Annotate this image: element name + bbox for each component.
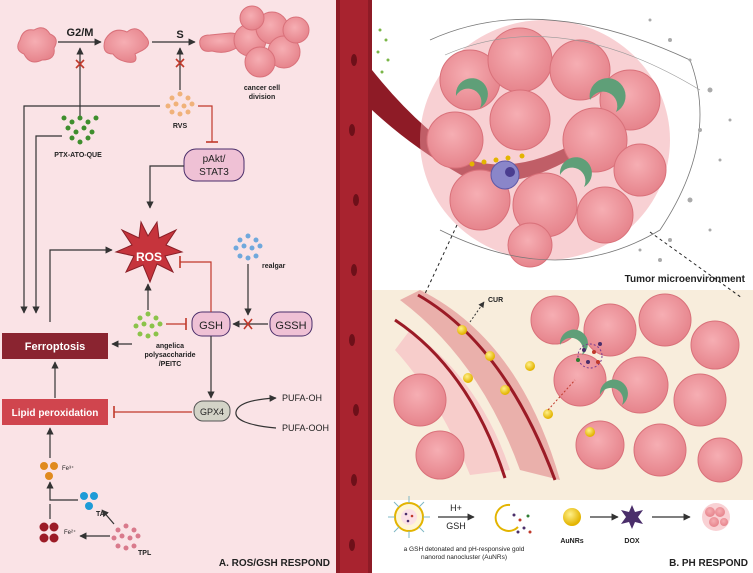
label-gpx4: GPX4	[200, 407, 224, 417]
label-ta: TA	[96, 511, 105, 518]
label-cancer-cell-division-1: cancer cell	[244, 85, 280, 92]
caption-b: B. PH RESPOND	[669, 558, 748, 569]
realgar-molecules	[233, 233, 263, 261]
label-pakt: pAkt/	[203, 154, 226, 165]
label-stat3: STAT3	[199, 167, 229, 178]
label-tumor-microenvironment: Tumor microenvironment	[625, 274, 746, 285]
zoomed-vessel-lumen	[395, 330, 510, 475]
macrophage-icon	[455, 78, 488, 108]
label-h-plus: H+	[450, 503, 462, 513]
label-gssh: GSSH	[275, 320, 306, 332]
label-fe3: Fe³⁺	[62, 465, 74, 472]
label-cur: CUR	[488, 297, 503, 304]
label-angelica-2: polysaccharide	[145, 352, 196, 359]
cancer-cell-cluster	[233, 5, 310, 78]
gsh-inhibits-ros	[180, 261, 212, 312]
zoomed-vessel-wall	[400, 290, 560, 480]
gpx4-reaction-arc	[235, 394, 277, 429]
red-blood-cells	[349, 54, 359, 551]
released-drug-dots	[376, 28, 390, 74]
nanocluster-mechanism: H+ GSH a GSH detonated and pH-responsive…	[388, 496, 730, 561]
apoptotic-cell-icon	[702, 503, 730, 531]
arrow-rvs-to-ferroptosis	[20, 105, 160, 314]
label-g2m: G2/M	[67, 27, 94, 39]
dividing-cell-icon	[103, 28, 149, 63]
angelica-peitc-molecules	[133, 311, 163, 339]
tumor-mass	[420, 18, 701, 268]
right-panel: Tumor microenvironment	[372, 0, 753, 573]
rvs-molecules	[165, 91, 195, 117]
aunrs-icon	[563, 508, 581, 526]
tpl-molecules	[111, 523, 141, 551]
label-lipid-peroxidation: Lipid peroxidation	[12, 408, 99, 419]
fe3-ions	[40, 462, 58, 480]
zoom-line-right	[649, 231, 743, 299]
ros-burst	[114, 220, 184, 284]
label-tpl: TPL	[138, 550, 152, 557]
gssh-box	[269, 311, 313, 337]
nanoparticles-in-vessel	[469, 153, 525, 167]
zoom-line-left	[422, 224, 458, 299]
label-aunrs: AuNRs	[560, 538, 583, 545]
gpx4-box	[193, 400, 231, 422]
released-payload	[512, 513, 532, 534]
label-angelica-3: /PEITC	[159, 361, 182, 368]
label-ptx-ato-que: PTX-ATO-QUE	[54, 152, 102, 159]
dox-path	[547, 379, 576, 411]
arrow-ferroptosis-to-ros	[49, 246, 113, 322]
label-pufa-ooh: PUFA-OOH	[282, 423, 329, 433]
arrow-pakt-to-ros	[146, 165, 184, 209]
cancer-cell-icon	[17, 27, 57, 63]
immune-cell-icon	[490, 160, 520, 190]
left-panel-background	[0, 0, 336, 573]
label-gsh-trigger: GSH	[446, 521, 466, 531]
extracellular-particles	[638, 18, 732, 262]
vessel-branch	[372, 70, 585, 182]
ferroptosis-box	[2, 333, 108, 359]
disassembled-nanocluster-icon	[494, 503, 519, 532]
label-realgar: realgar	[262, 263, 286, 270]
label-rvs: RVS	[173, 123, 188, 130]
gold-nanoparticles	[457, 325, 595, 437]
dox-release-cluster	[576, 342, 603, 369]
rvs-inhibits-pakt	[198, 105, 213, 142]
ta-ions	[80, 492, 98, 510]
macrophage-icon	[559, 157, 592, 187]
cell-cycle-row: G2/M S cancer cell division	[17, 5, 310, 101]
label-angelica-1: angelica	[156, 343, 184, 350]
left-panel: G2/M S cancer cell division	[0, 0, 336, 573]
ptx-ato-que-molecules	[61, 115, 99, 145]
label-dox: DOX	[624, 538, 640, 545]
block-cross-icon	[75, 59, 85, 69]
label-ros: ROS	[136, 250, 162, 264]
label-ferroptosis: Ferroptosis	[25, 341, 86, 353]
dox-icon	[621, 505, 643, 529]
blood-vessel	[336, 0, 372, 573]
block-cross-icon	[243, 318, 253, 330]
pakt-stat3-box	[183, 148, 245, 182]
arrow-ptx-to-ferroptosis	[32, 135, 62, 314]
extracellular-matrix-fiber	[429, 18, 701, 261]
nano-caption-line2: nanorod nanocluster (AuNRs)	[421, 554, 507, 561]
label-gsh: GSH	[199, 320, 223, 332]
arrow-ta-to-fe3	[46, 481, 78, 501]
nano-caption-line1: a GSH detonated and pH-responsive gold	[404, 546, 525, 553]
caption-a: A. ROS/GSH RESPOND	[219, 558, 330, 569]
label-pufa-oh: PUFA-OH	[282, 393, 322, 403]
macrophage-icon	[599, 379, 628, 405]
arrow-cur-release	[469, 301, 485, 323]
block-cross-icon	[175, 58, 185, 68]
arrow-tpl-to-ta	[101, 509, 115, 525]
fe2-ions	[39, 522, 59, 543]
zoomed-tumor: CUR	[393, 290, 743, 483]
label-s: S	[176, 29, 183, 41]
macrophage-icon	[589, 78, 626, 112]
lipid-peroxidation-box	[2, 399, 108, 425]
macrophage-icon	[559, 329, 588, 355]
label-cancer-cell-division-2: division	[249, 94, 275, 101]
label-fe2: Fe²⁺	[64, 529, 76, 536]
